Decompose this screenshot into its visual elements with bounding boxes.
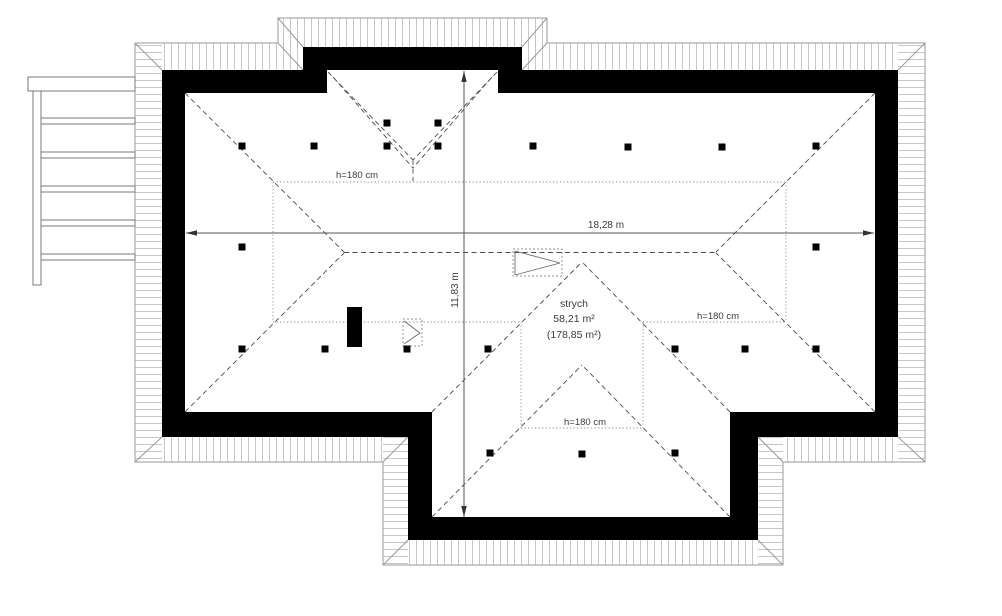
- eave-outline: [134, 17, 926, 566]
- pergola-beam: [40, 117, 136, 125]
- hip-top-right: [715, 92, 876, 253]
- dim-height-label: 11,83 m: [450, 272, 461, 307]
- dormer-valley: [332, 76, 414, 169]
- eave-miter-lines: [134, 17, 926, 566]
- contour-bottom-label: h=180 cm: [564, 417, 606, 428]
- arrowhead-top: [461, 71, 467, 82]
- pergola-top-beam: [27, 76, 136, 92]
- dimension-width: 18,28 m: [186, 220, 874, 236]
- gable-edge-right: [581, 261, 731, 413]
- arrowhead-right: [863, 230, 874, 236]
- height-contour-lines: [272, 181, 787, 429]
- roof-lines: [184, 71, 876, 518]
- pergola: [27, 76, 136, 286]
- dormer-valley: [412, 76, 493, 169]
- dormer-valley: [412, 71, 498, 161]
- pergola-beam: [40, 185, 136, 193]
- gable-valley-left: [431, 364, 583, 518]
- pergola-beam: [40, 219, 136, 227]
- contour-right-label: h=180 cm: [697, 311, 739, 322]
- hip-top-left: [184, 92, 345, 253]
- pergola-beam: [40, 151, 136, 159]
- room-name: strych: [560, 298, 588, 310]
- pergola-beam: [40, 253, 136, 261]
- dim-width-label: 18,28 m: [588, 220, 624, 231]
- wall-outline: [162, 47, 898, 540]
- room-area: 58,21 m²: [553, 313, 595, 325]
- gable-edge-left: [431, 261, 583, 413]
- room-label-block: strych 58,21 m² (178,85 m²): [547, 298, 601, 341]
- hip-bottom-right: [715, 252, 876, 413]
- gable-valley-right: [581, 364, 731, 518]
- arrowhead-left: [186, 230, 197, 236]
- dimension-height: 11,83 m: [450, 71, 467, 517]
- pergola-post: [32, 90, 42, 286]
- roof-posts: [238, 119, 820, 458]
- dormer-valley: [327, 71, 414, 161]
- arrowhead-bottom: [461, 506, 467, 517]
- skylight: [512, 248, 563, 277]
- contour-top-label: h=180 cm: [336, 170, 378, 181]
- chimney: [347, 307, 362, 347]
- eave-hatch-band: [134, 17, 926, 566]
- room-area-total: (178,85 m²): [547, 329, 601, 341]
- vent-duct: [402, 318, 423, 347]
- hip-bottom-left: [184, 252, 345, 413]
